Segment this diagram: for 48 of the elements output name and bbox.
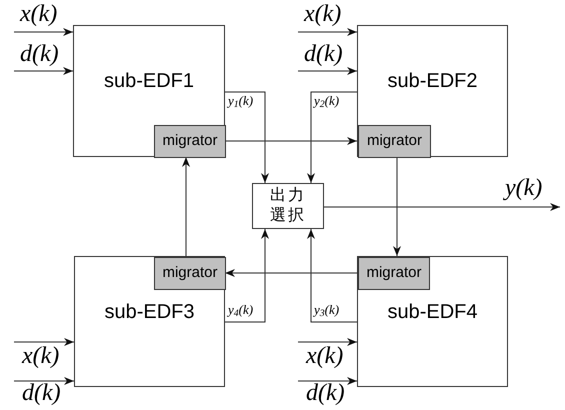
filter-block (74, 256, 225, 387)
arrow (298, 377, 358, 385)
edge-label: d(k) (20, 40, 59, 68)
edge-label: x(k) (306, 342, 344, 370)
edge-label: x(k) (20, 0, 58, 28)
arrow (14, 28, 74, 36)
node-label: sub-EDF1 (104, 69, 194, 94)
arrow (298, 28, 358, 36)
arrow (224, 269, 358, 277)
arrow (14, 377, 74, 385)
arrow (298, 338, 358, 346)
arrow (182, 156, 190, 256)
filter-block (357, 256, 508, 387)
edge-label: d(k) (304, 40, 343, 68)
arrow (14, 67, 74, 75)
migrator-box (358, 125, 431, 158)
arrow (224, 92, 269, 184)
node-label: sub-EDF3 (104, 300, 195, 324)
edge-label: y$_{4}$(k) (227, 301, 254, 319)
arrow (393, 156, 401, 256)
migrator-box (154, 125, 226, 158)
arrow (224, 228, 269, 322)
node-label: migrator (162, 263, 218, 284)
edge-label: x(k) (304, 0, 342, 28)
arrow (224, 137, 358, 145)
node-label: sub-EDF2 (387, 69, 478, 94)
node-label: migrator (366, 131, 422, 152)
arrow (324, 203, 560, 211)
edge-label: y$_{2}$(k) (313, 92, 340, 110)
node-label: 出力選択 (270, 186, 306, 226)
migrator-box (154, 257, 226, 290)
filter-block (73, 25, 225, 157)
node-label: migrator (162, 131, 218, 152)
filter-block (357, 25, 508, 157)
arrow (298, 67, 358, 75)
edge-label: x(k) (22, 342, 60, 370)
node-label: migrator (366, 263, 422, 284)
edge-label: y(k) (505, 174, 542, 202)
edge-label: d(k) (306, 379, 345, 407)
selector-box (252, 183, 324, 229)
arrow (307, 92, 358, 184)
arrow (307, 228, 358, 322)
edge-label: y$_{1}$(k) (227, 92, 254, 110)
migrator-box (358, 257, 430, 290)
arrow (14, 338, 74, 346)
node-label: sub-EDF4 (387, 300, 478, 324)
edge-label: d(k) (22, 379, 61, 407)
edge-label: y$_{3}$(k) (313, 301, 340, 319)
